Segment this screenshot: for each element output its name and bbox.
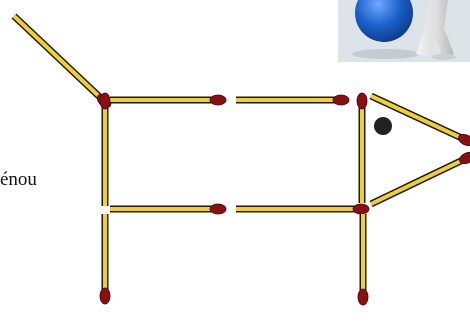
fish-eye	[374, 117, 392, 135]
match-head	[210, 95, 226, 105]
match-left-upper	[100, 93, 110, 206]
match-top-right	[236, 95, 349, 105]
match-top-left	[110, 95, 226, 105]
match-center-upper	[357, 93, 367, 203]
match-head	[210, 204, 226, 214]
photo-fragment	[338, 0, 470, 62]
match-mid-left	[110, 204, 226, 214]
photo-illustration	[338, 0, 470, 62]
match-head	[333, 95, 349, 105]
figure-shadow	[432, 54, 456, 60]
match-tail	[14, 16, 113, 110]
ball-shadow	[352, 49, 420, 59]
match-head	[100, 288, 110, 304]
match-head-bottom	[371, 150, 470, 204]
match-center-lower	[358, 214, 368, 305]
clipped-caption-text: énou	[0, 170, 37, 189]
match-head	[358, 289, 368, 305]
match-mid-right	[236, 204, 369, 214]
match-head	[357, 93, 367, 109]
match-head	[353, 204, 369, 214]
match-left-lower	[100, 214, 110, 304]
match-head	[100, 93, 110, 109]
